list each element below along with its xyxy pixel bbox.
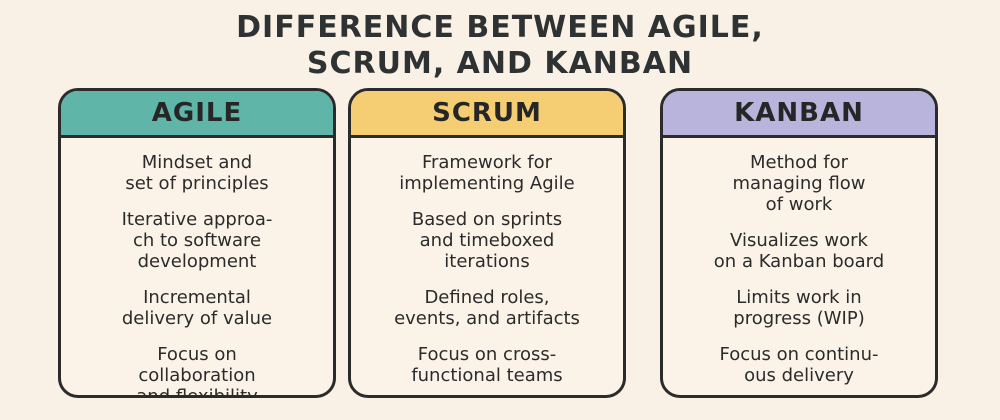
item-line: progress (WIP) (733, 308, 865, 329)
item-line: ch to software (132, 230, 262, 251)
page-title: DIFFERENCE BETWEEN AGILE, SCRUM, AND KAN… (0, 10, 1000, 82)
item-line: Based on sprints (411, 209, 563, 230)
item-line: Mindset and (141, 152, 253, 173)
item-line: implementing Agile (399, 173, 575, 194)
item-line: Limits work in (736, 287, 862, 308)
kanban-item: Limits work in progress (WIP) (675, 287, 923, 329)
kanban-card: KANBAN Method for managing flow of work … (660, 88, 938, 398)
item-line: development (137, 251, 257, 272)
item-line: Focus on (157, 344, 237, 365)
agile-card: AGILE Mindset and set of principles Iter… (58, 88, 336, 398)
agile-item: Mindset and set of principles (73, 152, 321, 194)
kanban-card-header: KANBAN (663, 91, 935, 138)
item-line: collaboration (138, 365, 256, 386)
agile-item: Incremental delivery of value (73, 287, 321, 329)
item-line: functional teams (411, 365, 563, 386)
item-line: on a Kanban board (713, 251, 885, 272)
item-line: managing flow (732, 173, 866, 194)
item-line: Focus on cross- (417, 344, 557, 365)
item-line: Iterative approa- (121, 209, 273, 230)
kanban-item: Visualizes work on a Kanban board (675, 230, 923, 272)
item-line: and timeboxed (419, 230, 555, 251)
item-line: delivery of value (121, 308, 273, 329)
scrum-item: Defined roles, events, and artifacts (363, 287, 611, 329)
agile-item: Iterative approa- ch to software develop… (73, 209, 321, 272)
title-line-2: SCRUM, AND KANBAN (306, 46, 694, 81)
item-line: of work (765, 194, 833, 215)
scrum-item: Focus on cross- functional teams (363, 344, 611, 386)
kanban-item: Focus on continu- ous delivery (675, 344, 923, 386)
item-line: Defined roles, (424, 287, 550, 308)
item-line: Framework for (421, 152, 553, 173)
item-line: Visualizes work (730, 230, 868, 251)
scrum-card-header: SCRUM (351, 91, 623, 138)
scrum-item: Framework for implementing Agile (363, 152, 611, 194)
item-line: set of principles (125, 173, 269, 194)
item-line: ous delivery (744, 365, 854, 386)
item-line: Method for (750, 152, 848, 173)
agile-item: Focus on collaboration and flexibility (73, 344, 321, 398)
item-line: Incremental (143, 287, 251, 308)
scrum-card: SCRUM Framework for implementing Agile B… (348, 88, 626, 398)
item-line: Focus on continu- (719, 344, 879, 365)
kanban-item: Method for managing flow of work (675, 152, 923, 215)
item-line: and flexibility (136, 386, 258, 398)
item-line: iterations (444, 251, 530, 272)
title-line-1: DIFFERENCE BETWEEN AGILE, (236, 10, 764, 45)
item-line: events, and artifacts (394, 308, 580, 329)
agile-card-header: AGILE (61, 91, 333, 138)
scrum-item: Based on sprints and timeboxed iteration… (363, 209, 611, 272)
